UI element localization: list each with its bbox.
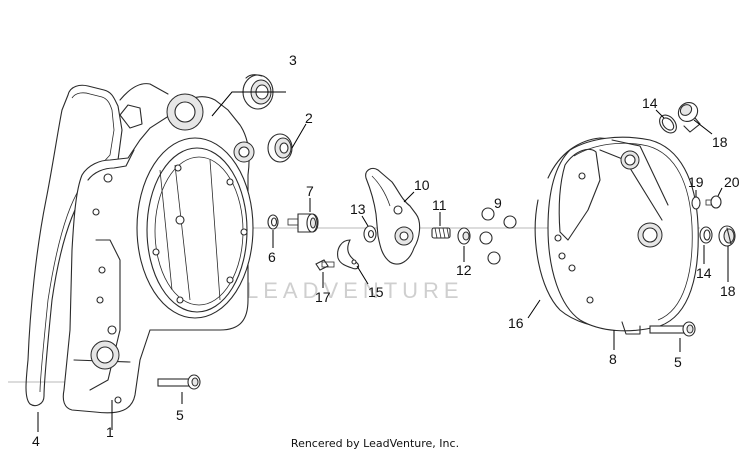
callout-3: 3	[289, 52, 297, 68]
washer-6[interactable]	[267, 214, 279, 230]
shift-lever-10[interactable]	[365, 167, 421, 265]
callout-15: 15	[368, 284, 384, 300]
bolt-17[interactable]	[315, 259, 335, 271]
callout-5-right: 5	[674, 354, 682, 370]
plug-18-lower[interactable]	[718, 225, 736, 247]
callout-18-top: 18	[712, 134, 728, 150]
leader-lines	[37, 91, 729, 432]
spring-15[interactable]	[337, 239, 360, 270]
callout-numbers: 1 2 3 4 5 5 6 7 8 9 10 11 12 13 14 14 15…	[32, 52, 740, 449]
callout-7: 7	[306, 183, 314, 199]
callout-20: 20	[724, 174, 740, 190]
callout-9: 9	[494, 195, 502, 211]
callout-17: 17	[315, 289, 331, 305]
bolt-5-lower-left[interactable]	[157, 374, 201, 390]
left-case-cover-1[interactable]	[62, 83, 255, 414]
nut-12[interactable]	[457, 227, 471, 245]
credit-text: Rencered by LeadVenture, Inc.	[290, 437, 460, 450]
callout-14-top: 14	[642, 95, 658, 111]
callout-2: 2	[305, 110, 313, 126]
callout-16: 16	[508, 315, 524, 331]
plug-18-top[interactable]	[675, 99, 702, 133]
callout-4: 4	[32, 433, 40, 449]
callout-18-lower: 18	[720, 283, 736, 299]
callout-12: 12	[456, 262, 472, 278]
callout-14-lower: 14	[696, 265, 712, 281]
watermark: LEADVENTURE	[246, 278, 464, 303]
bearing-2[interactable]	[267, 133, 293, 163]
callout-6: 6	[268, 249, 276, 265]
callout-13: 13	[350, 201, 366, 217]
callout-19: 19	[688, 174, 704, 190]
washer-13[interactable]	[363, 225, 377, 243]
plug-bolt-7[interactable]	[287, 213, 319, 233]
washer-19[interactable]	[691, 196, 701, 210]
callout-8: 8	[609, 351, 617, 367]
callout-10: 10	[414, 177, 430, 193]
o-ring-14-top[interactable]	[656, 112, 680, 136]
steel-balls-9[interactable]	[479, 207, 517, 265]
callout-1: 1	[106, 424, 114, 440]
callout-5-left: 5	[176, 407, 184, 423]
spring-11[interactable]	[431, 227, 451, 239]
bolt-5-lower-right[interactable]	[649, 321, 696, 337]
o-ring-14-lower[interactable]	[699, 226, 713, 244]
bolt-20[interactable]	[705, 195, 722, 209]
right-cover-8[interactable]	[534, 136, 699, 335]
callout-11: 11	[432, 197, 447, 213]
